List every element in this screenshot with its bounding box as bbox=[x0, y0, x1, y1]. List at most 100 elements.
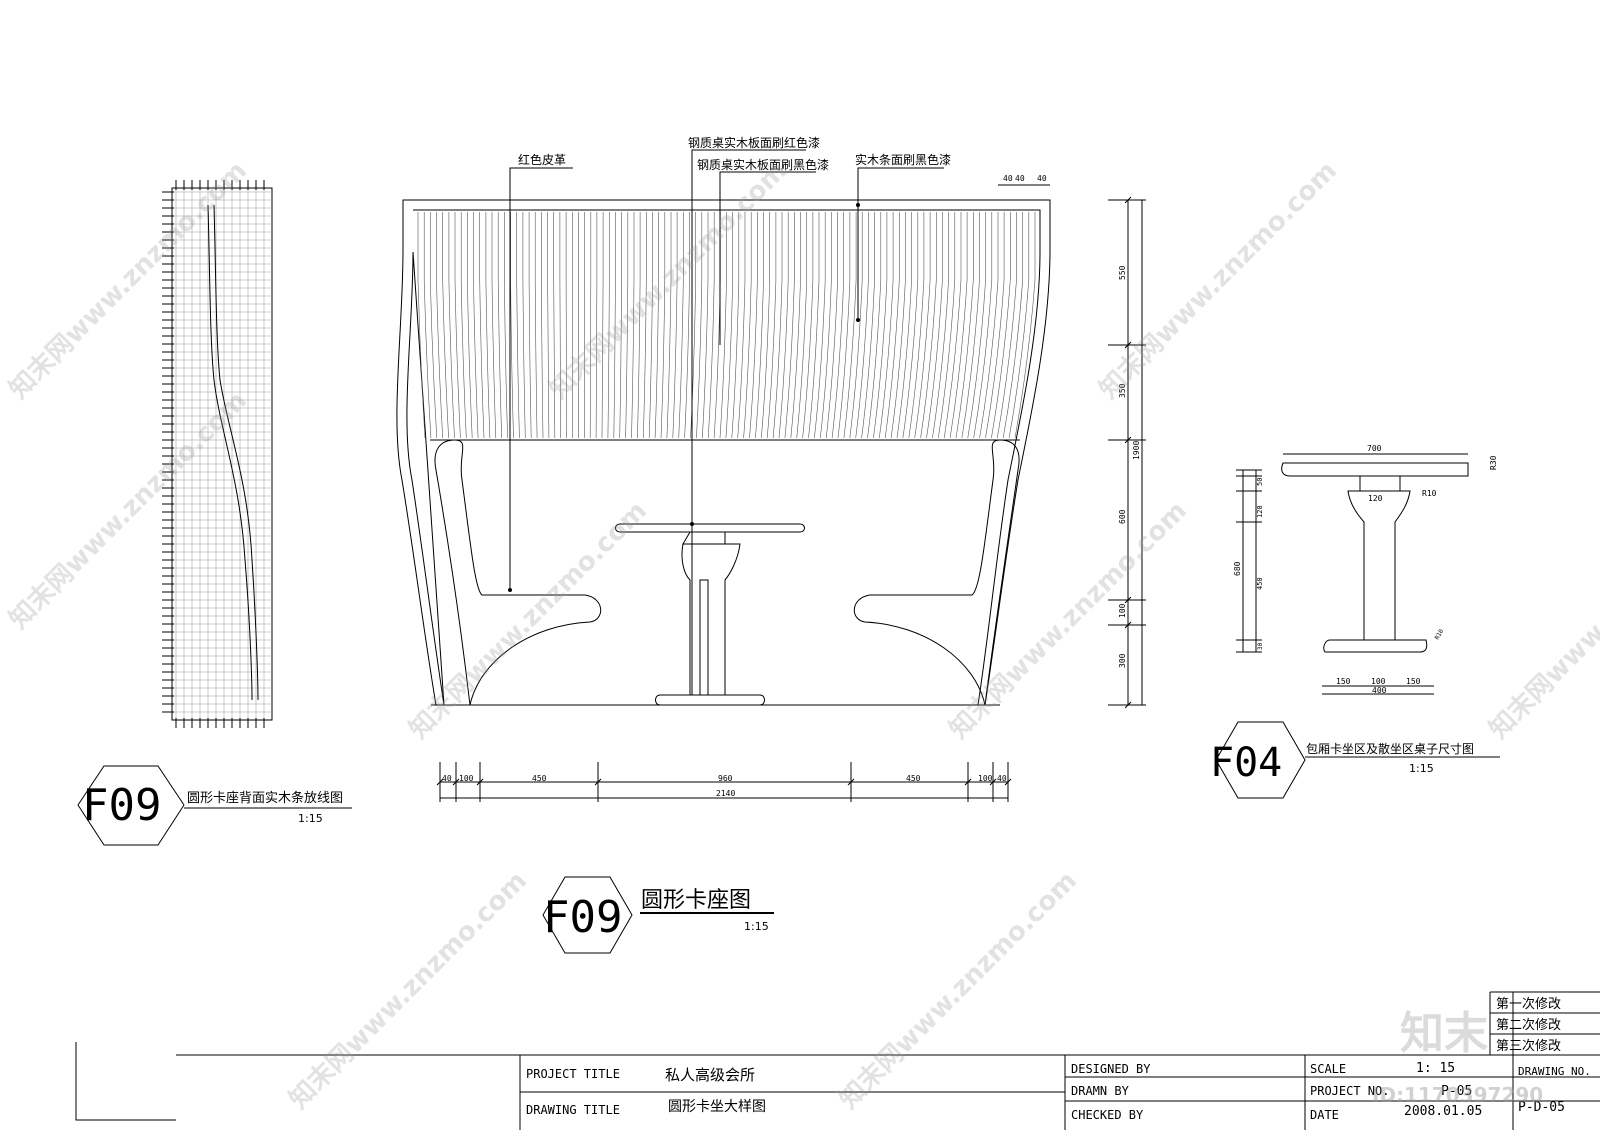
slat-curve-outer bbox=[207, 204, 253, 701]
right-dim-1: 350 bbox=[1118, 383, 1127, 398]
detail-table-top bbox=[1281, 462, 1469, 477]
main-tag-text: F09 bbox=[543, 892, 622, 943]
bottom-dim-5: 100 bbox=[978, 774, 993, 783]
dim-slash bbox=[436, 778, 444, 786]
detail-part-120: 120 bbox=[1256, 505, 1264, 518]
leader-slats bbox=[857, 167, 944, 320]
wood-slat bbox=[985, 212, 1005, 439]
tb-drawing-no-value: P-D-05 bbox=[1518, 1100, 1565, 1115]
wood-slat bbox=[831, 212, 844, 439]
detail-dim-120: 120 bbox=[1368, 494, 1383, 503]
detail-table-neck bbox=[1359, 475, 1401, 492]
wood-slat bbox=[955, 212, 974, 439]
wood-slat bbox=[790, 212, 801, 439]
table-top bbox=[615, 523, 805, 533]
tb-project-no-label: PROJECT NO. bbox=[1310, 1084, 1389, 1098]
top-dim-1: 40 bbox=[1015, 174, 1025, 183]
wood-slat bbox=[961, 212, 980, 439]
dim-slash bbox=[1124, 701, 1132, 709]
wood-slat bbox=[890, 212, 906, 439]
detail-base-150a: 150 bbox=[1336, 677, 1351, 686]
wood-slat bbox=[949, 212, 968, 439]
right-dim-2: 600 bbox=[1118, 509, 1127, 524]
dim-slash bbox=[964, 778, 972, 786]
bottom-dim-ticks bbox=[436, 762, 1012, 802]
right-dim-ticks bbox=[1108, 196, 1146, 709]
wood-slat bbox=[725, 212, 733, 439]
dim-slash bbox=[452, 778, 460, 786]
leader-dot bbox=[856, 318, 860, 322]
left-tag-text: F09 bbox=[82, 780, 161, 831]
detail-base-150b: 150 bbox=[1406, 677, 1421, 686]
detail-part-30: 30 bbox=[1257, 642, 1264, 650]
main-title: 圆形卡座图 bbox=[641, 888, 751, 913]
wood-slat bbox=[973, 212, 993, 439]
hexagon-badge bbox=[542, 876, 633, 954]
wood-slat bbox=[920, 212, 937, 439]
left-detail-tag: F09 圆形卡座背面实木条放线图 1:15 bbox=[77, 765, 352, 846]
wood-slat bbox=[631, 212, 635, 439]
wood-slat bbox=[908, 212, 925, 439]
wood-slat bbox=[719, 212, 727, 439]
wood-slat bbox=[702, 212, 709, 439]
watermark-logo: 知末 bbox=[1400, 1008, 1488, 1059]
wood-slat bbox=[601, 212, 604, 439]
wood-slat bbox=[467, 212, 473, 439]
detail-dim-700: 700 bbox=[1367, 444, 1382, 453]
booth-outer-shell bbox=[396, 199, 1051, 706]
wood-slat bbox=[454, 212, 461, 439]
detail-base-400: 400 bbox=[1372, 686, 1387, 695]
detail-r-small: R10 bbox=[1434, 628, 1446, 641]
title-block: PROJECT TITLE 私人高级会所 DRAWING TITLE 圆形卡坐大… bbox=[75, 991, 1600, 1130]
dim-slash bbox=[1124, 436, 1132, 444]
wood-slat bbox=[448, 212, 455, 439]
leader-dot bbox=[508, 588, 512, 592]
wood-slat bbox=[565, 212, 567, 439]
wood-slat bbox=[619, 212, 622, 439]
left-seat bbox=[434, 439, 602, 706]
wood-slat bbox=[528, 212, 532, 439]
wood-slat bbox=[867, 212, 882, 439]
slat-curve-inner bbox=[213, 204, 259, 701]
wood-slat bbox=[808, 212, 820, 439]
wood-slat bbox=[417, 212, 426, 439]
wood-slat bbox=[430, 212, 438, 439]
tb-scale-label: SCALE bbox=[1310, 1062, 1346, 1076]
booth-inner-shell bbox=[406, 209, 1041, 706]
dim-slash bbox=[594, 778, 602, 786]
table-pedestal bbox=[681, 543, 741, 696]
rev-3: 第三次修改 bbox=[1496, 1038, 1561, 1054]
wood-slat bbox=[637, 212, 641, 439]
wood-slat bbox=[1014, 212, 1036, 439]
main-scale: 1:15 bbox=[744, 920, 769, 933]
wood-slat bbox=[654, 212, 659, 439]
wood-slat bbox=[473, 212, 479, 439]
wood-slat bbox=[625, 212, 629, 439]
leader-dot bbox=[856, 203, 860, 207]
label-slats: 实木条面刷黑色漆 bbox=[855, 152, 951, 167]
detail-base-100: 100 bbox=[1371, 677, 1386, 686]
detail-r10: R10 bbox=[1422, 489, 1437, 498]
wood-slat bbox=[684, 212, 690, 439]
wood-slat bbox=[678, 212, 684, 439]
wood-slat bbox=[873, 212, 888, 439]
wood-slat bbox=[553, 212, 556, 439]
wood-slat bbox=[497, 212, 502, 439]
right-dim-0: 550 bbox=[1118, 265, 1127, 280]
wood-slat bbox=[607, 212, 610, 439]
dim-slash bbox=[1004, 778, 1012, 786]
label-leather: 红色皮革 bbox=[518, 152, 566, 167]
bottom-dim-3: 960 bbox=[718, 774, 733, 783]
detail-r30: R30 bbox=[1489, 455, 1498, 470]
table-base bbox=[655, 694, 765, 706]
tb-scale-value: 1: 15 bbox=[1416, 1061, 1455, 1076]
right-dim-3: 100 bbox=[1118, 603, 1127, 618]
tb-project-value: 私人高级会所 bbox=[665, 1066, 755, 1084]
tb-date-label: DATE bbox=[1310, 1108, 1339, 1122]
wood-slat bbox=[660, 212, 666, 439]
leader-table-black bbox=[719, 171, 816, 345]
wood-slat bbox=[559, 212, 561, 439]
table-size-detail: 700 120 R30 R10 R10 680 50 120 450 30 15… bbox=[1233, 444, 1498, 695]
wood-slat bbox=[938, 212, 956, 439]
wood-slat bbox=[690, 212, 696, 439]
